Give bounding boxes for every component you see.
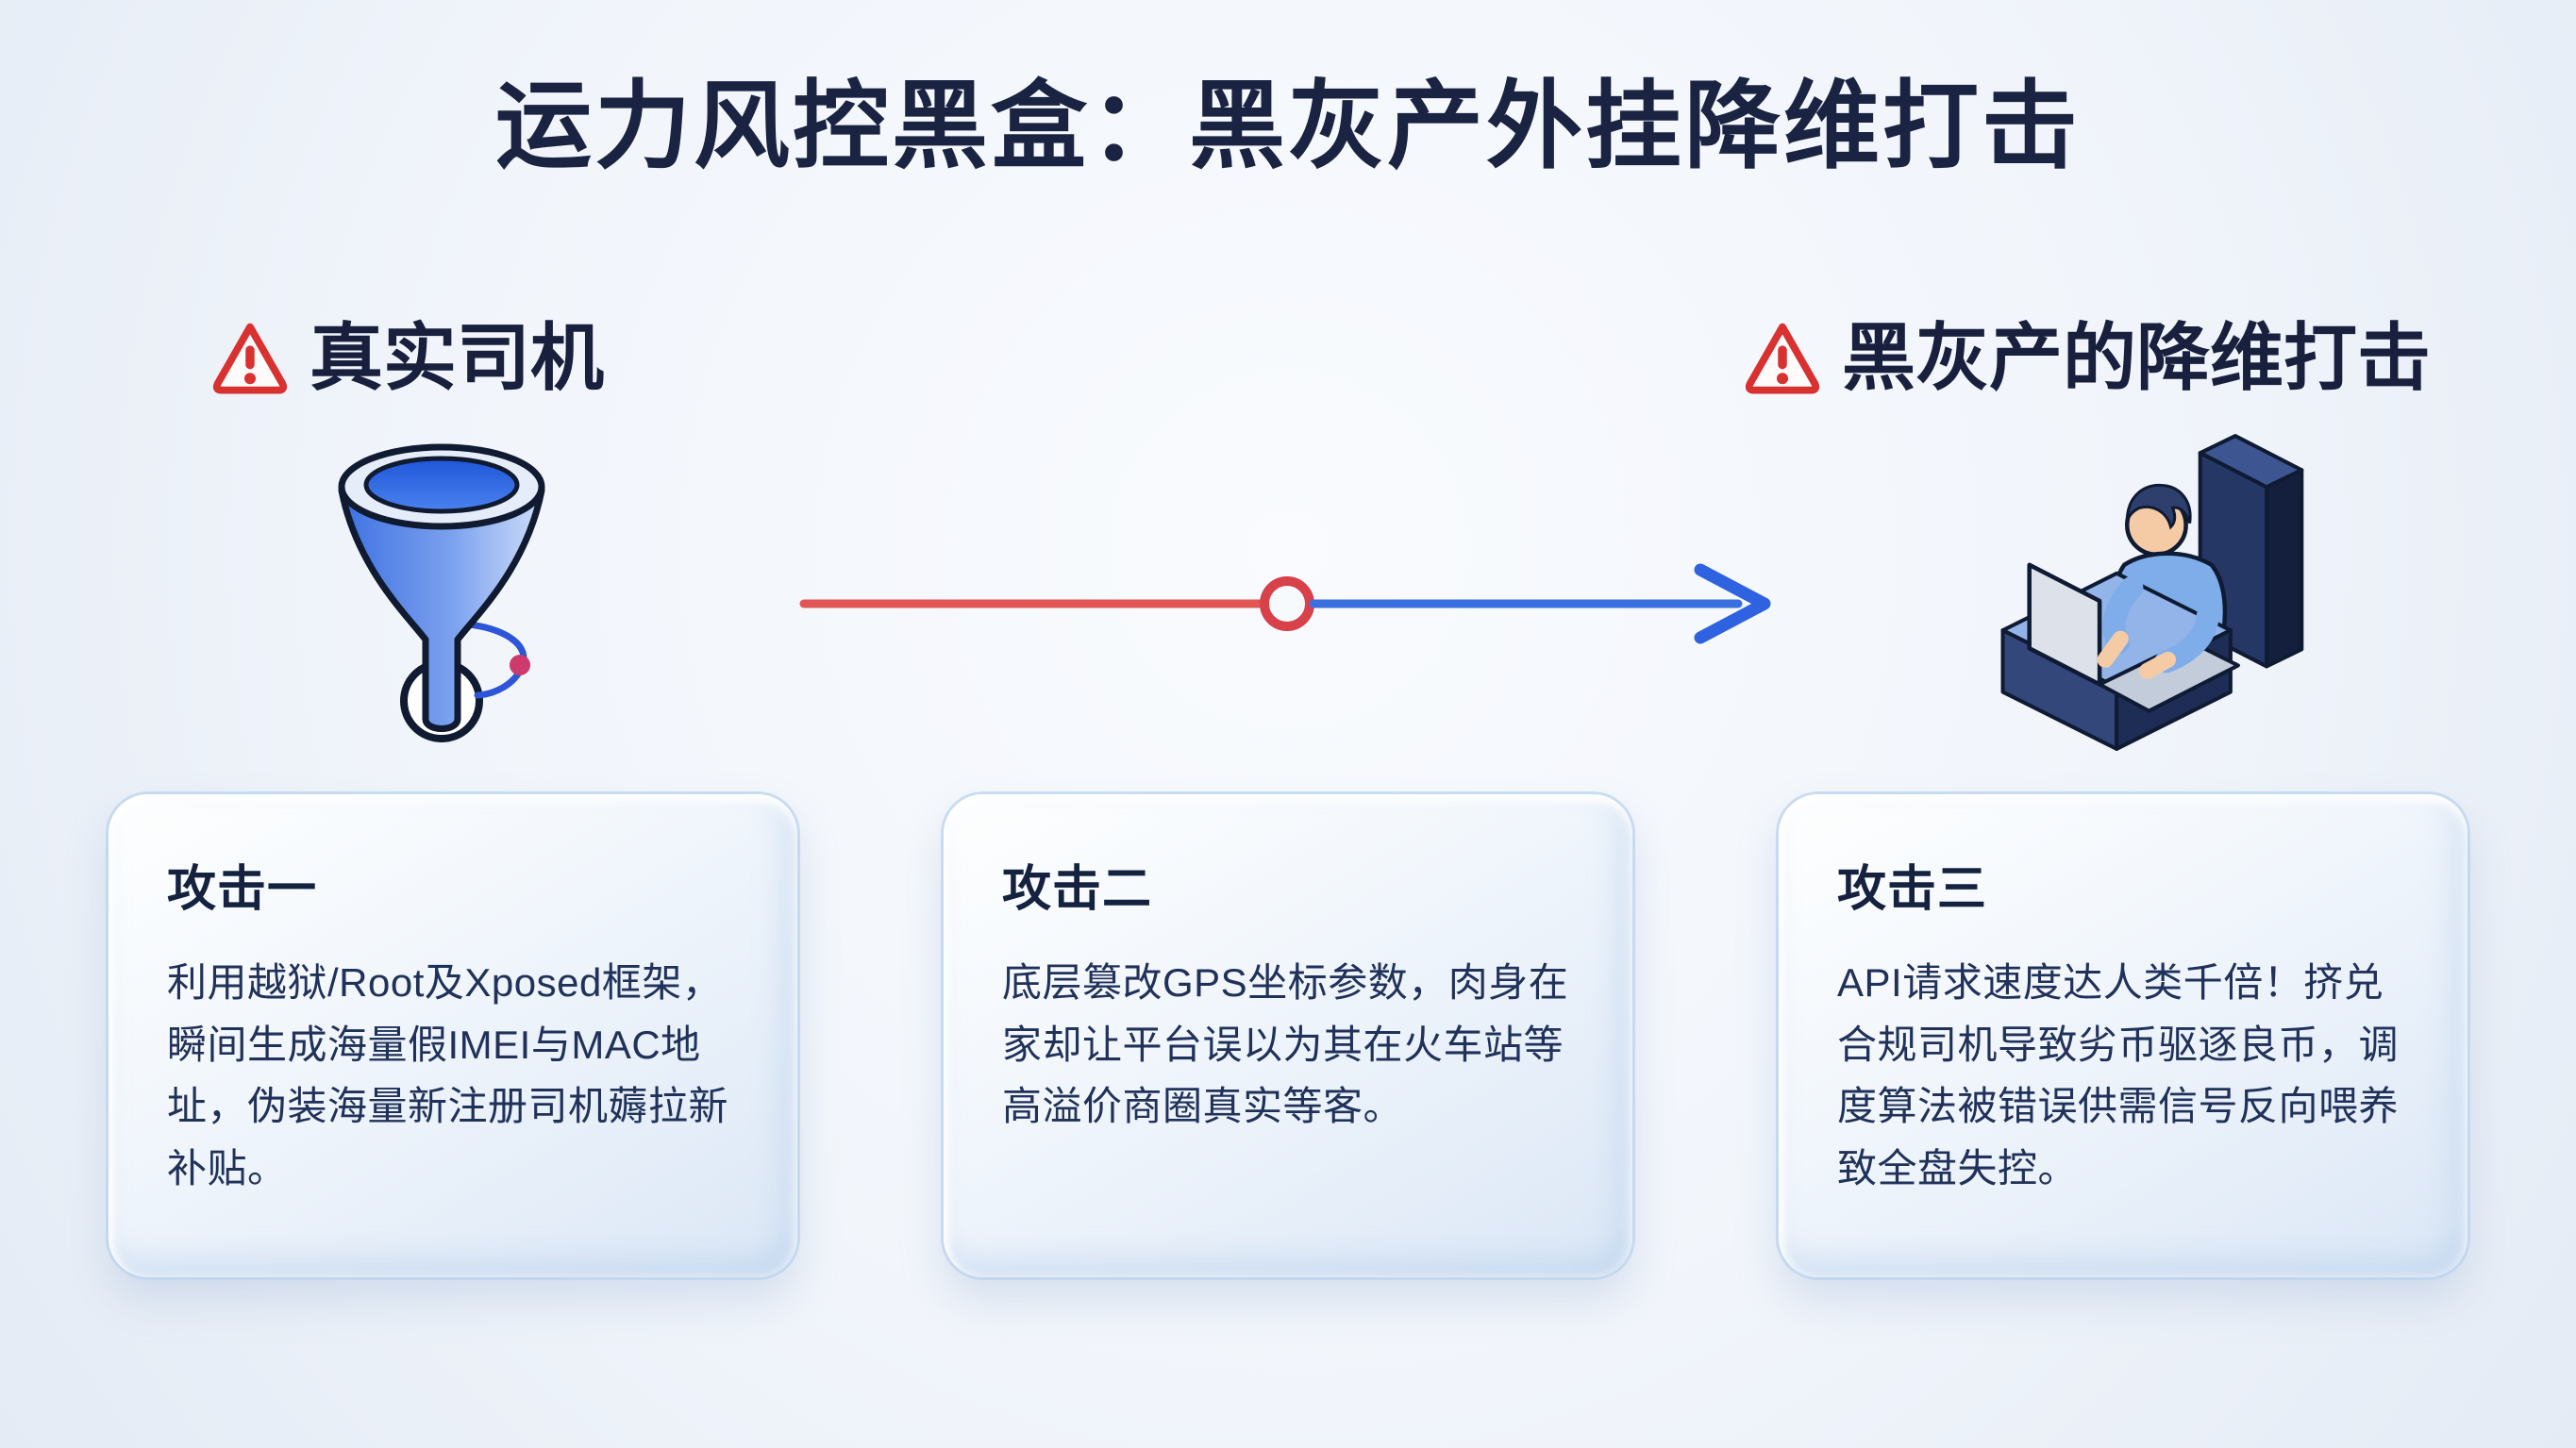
right-group-label-text: 黑灰产的降维打击 [1842,316,2432,399]
transition-arrow [799,563,1771,644]
attack-card-2: 攻击二 底层篡改GPS坐标参数，肉身在家却让平台误以为其在火车站等高溢价商圈真实… [944,794,1632,1277]
right-group-label: 黑灰产的降维打击 [1742,317,2431,398]
person-at-laptop-illustration [1993,426,2340,768]
card-title: 攻击三 [1837,862,1988,917]
attack-card-3: 攻击三 API请求速度达人类千倍！挤兑合规司机导致劣币驱逐良币，调度算法被错误供… [1779,794,2467,1277]
warning-triangle-icon [209,319,291,400]
card-title: 攻击二 [1002,862,1153,917]
card-body: 底层篡改GPS坐标参数，肉身在家却让平台误以为其在火车站等高溢价商圈真实等客。 [1002,960,1569,1129]
left-group-label: 真实司机 [209,317,604,398]
card-body: API请求速度达人类千倍！挤兑合规司机导致劣币驱逐良币，调度算法被错误供需信号反… [1837,960,2400,1190]
card-body: 利用越狱/Root及Xposed框架，瞬间生成海量假IMEI与MAC地址，伪装海… [167,960,729,1190]
funnel-illustration [328,440,559,755]
card-title: 攻击一 [167,862,318,917]
page-title: 运力风控黑盒：黑灰产外挂降维打击 [495,73,2081,180]
midpoint-ring [1260,576,1314,631]
orbit-dot [510,655,530,675]
left-group-label-text: 真实司机 [309,316,605,399]
warning-triangle-icon [1742,319,1823,400]
attack-card-1: 攻击一 利用越狱/Root及Xposed框架，瞬间生成海量假IMEI与MAC地址… [109,794,797,1277]
arrowhead-icon [1694,563,1771,644]
